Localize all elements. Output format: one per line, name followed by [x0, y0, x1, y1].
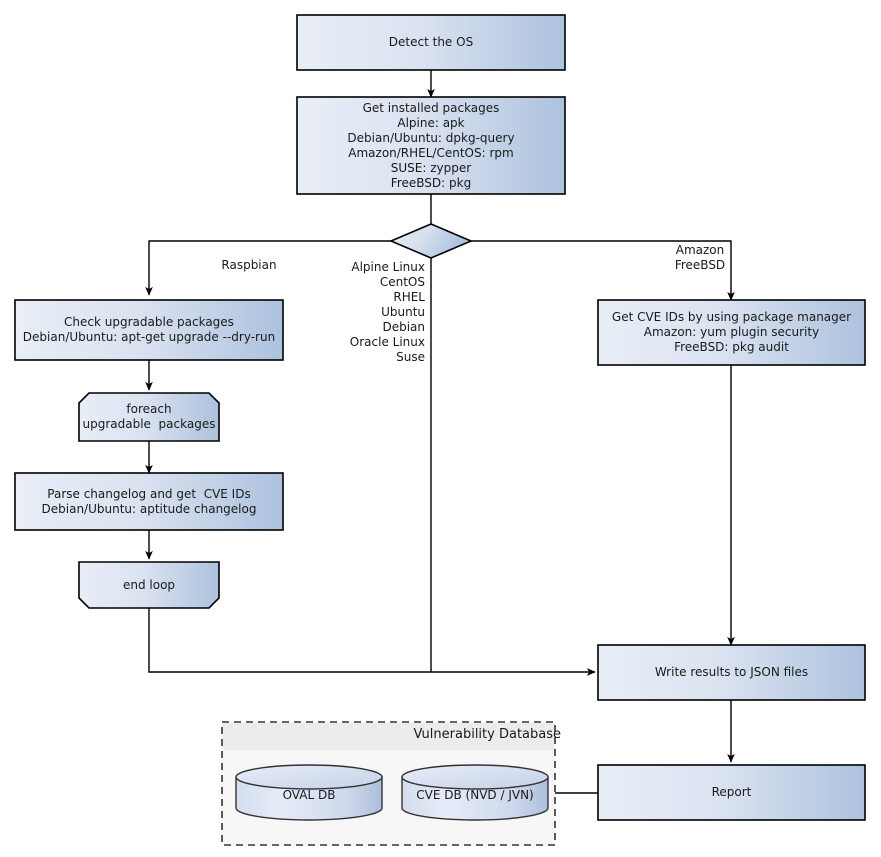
group-header-bar — [223, 723, 554, 750]
node-parse-changelog[interactable] — [14, 472, 284, 531]
node-write-results[interactable] — [597, 644, 866, 701]
node-check-upgradable[interactable] — [14, 299, 284, 361]
node-get-cve-ids[interactable] — [597, 299, 866, 366]
edge-label-middle-os-list: Alpine Linux CentOS RHEL Ubuntu Debian O… — [349, 260, 425, 364]
group-title-vulnerability-database: Vulnerability Database — [413, 727, 561, 742]
edge-decision-amazon — [471, 240, 735, 301]
node-foreach-loop[interactable] — [78, 392, 220, 442]
edge-decision-raspbian — [145, 240, 391, 296]
node-get-installed-packages[interactable] — [296, 96, 566, 195]
node-report[interactable] — [597, 764, 866, 821]
edge-endloop-to-write — [148, 608, 596, 676]
node-detect-os[interactable] — [296, 14, 566, 71]
edge-label-raspbian: Raspbian — [221, 258, 277, 272]
node-cve-db[interactable] — [401, 764, 549, 821]
edge-label-amazon-freebsd: Amazon FreeBSD — [674, 243, 726, 272]
node-os-decision-diamond[interactable] — [388, 223, 474, 259]
connector-group — [145, 70, 735, 794]
node-end-loop[interactable] — [78, 561, 220, 609]
node-oval-db[interactable] — [235, 764, 383, 821]
